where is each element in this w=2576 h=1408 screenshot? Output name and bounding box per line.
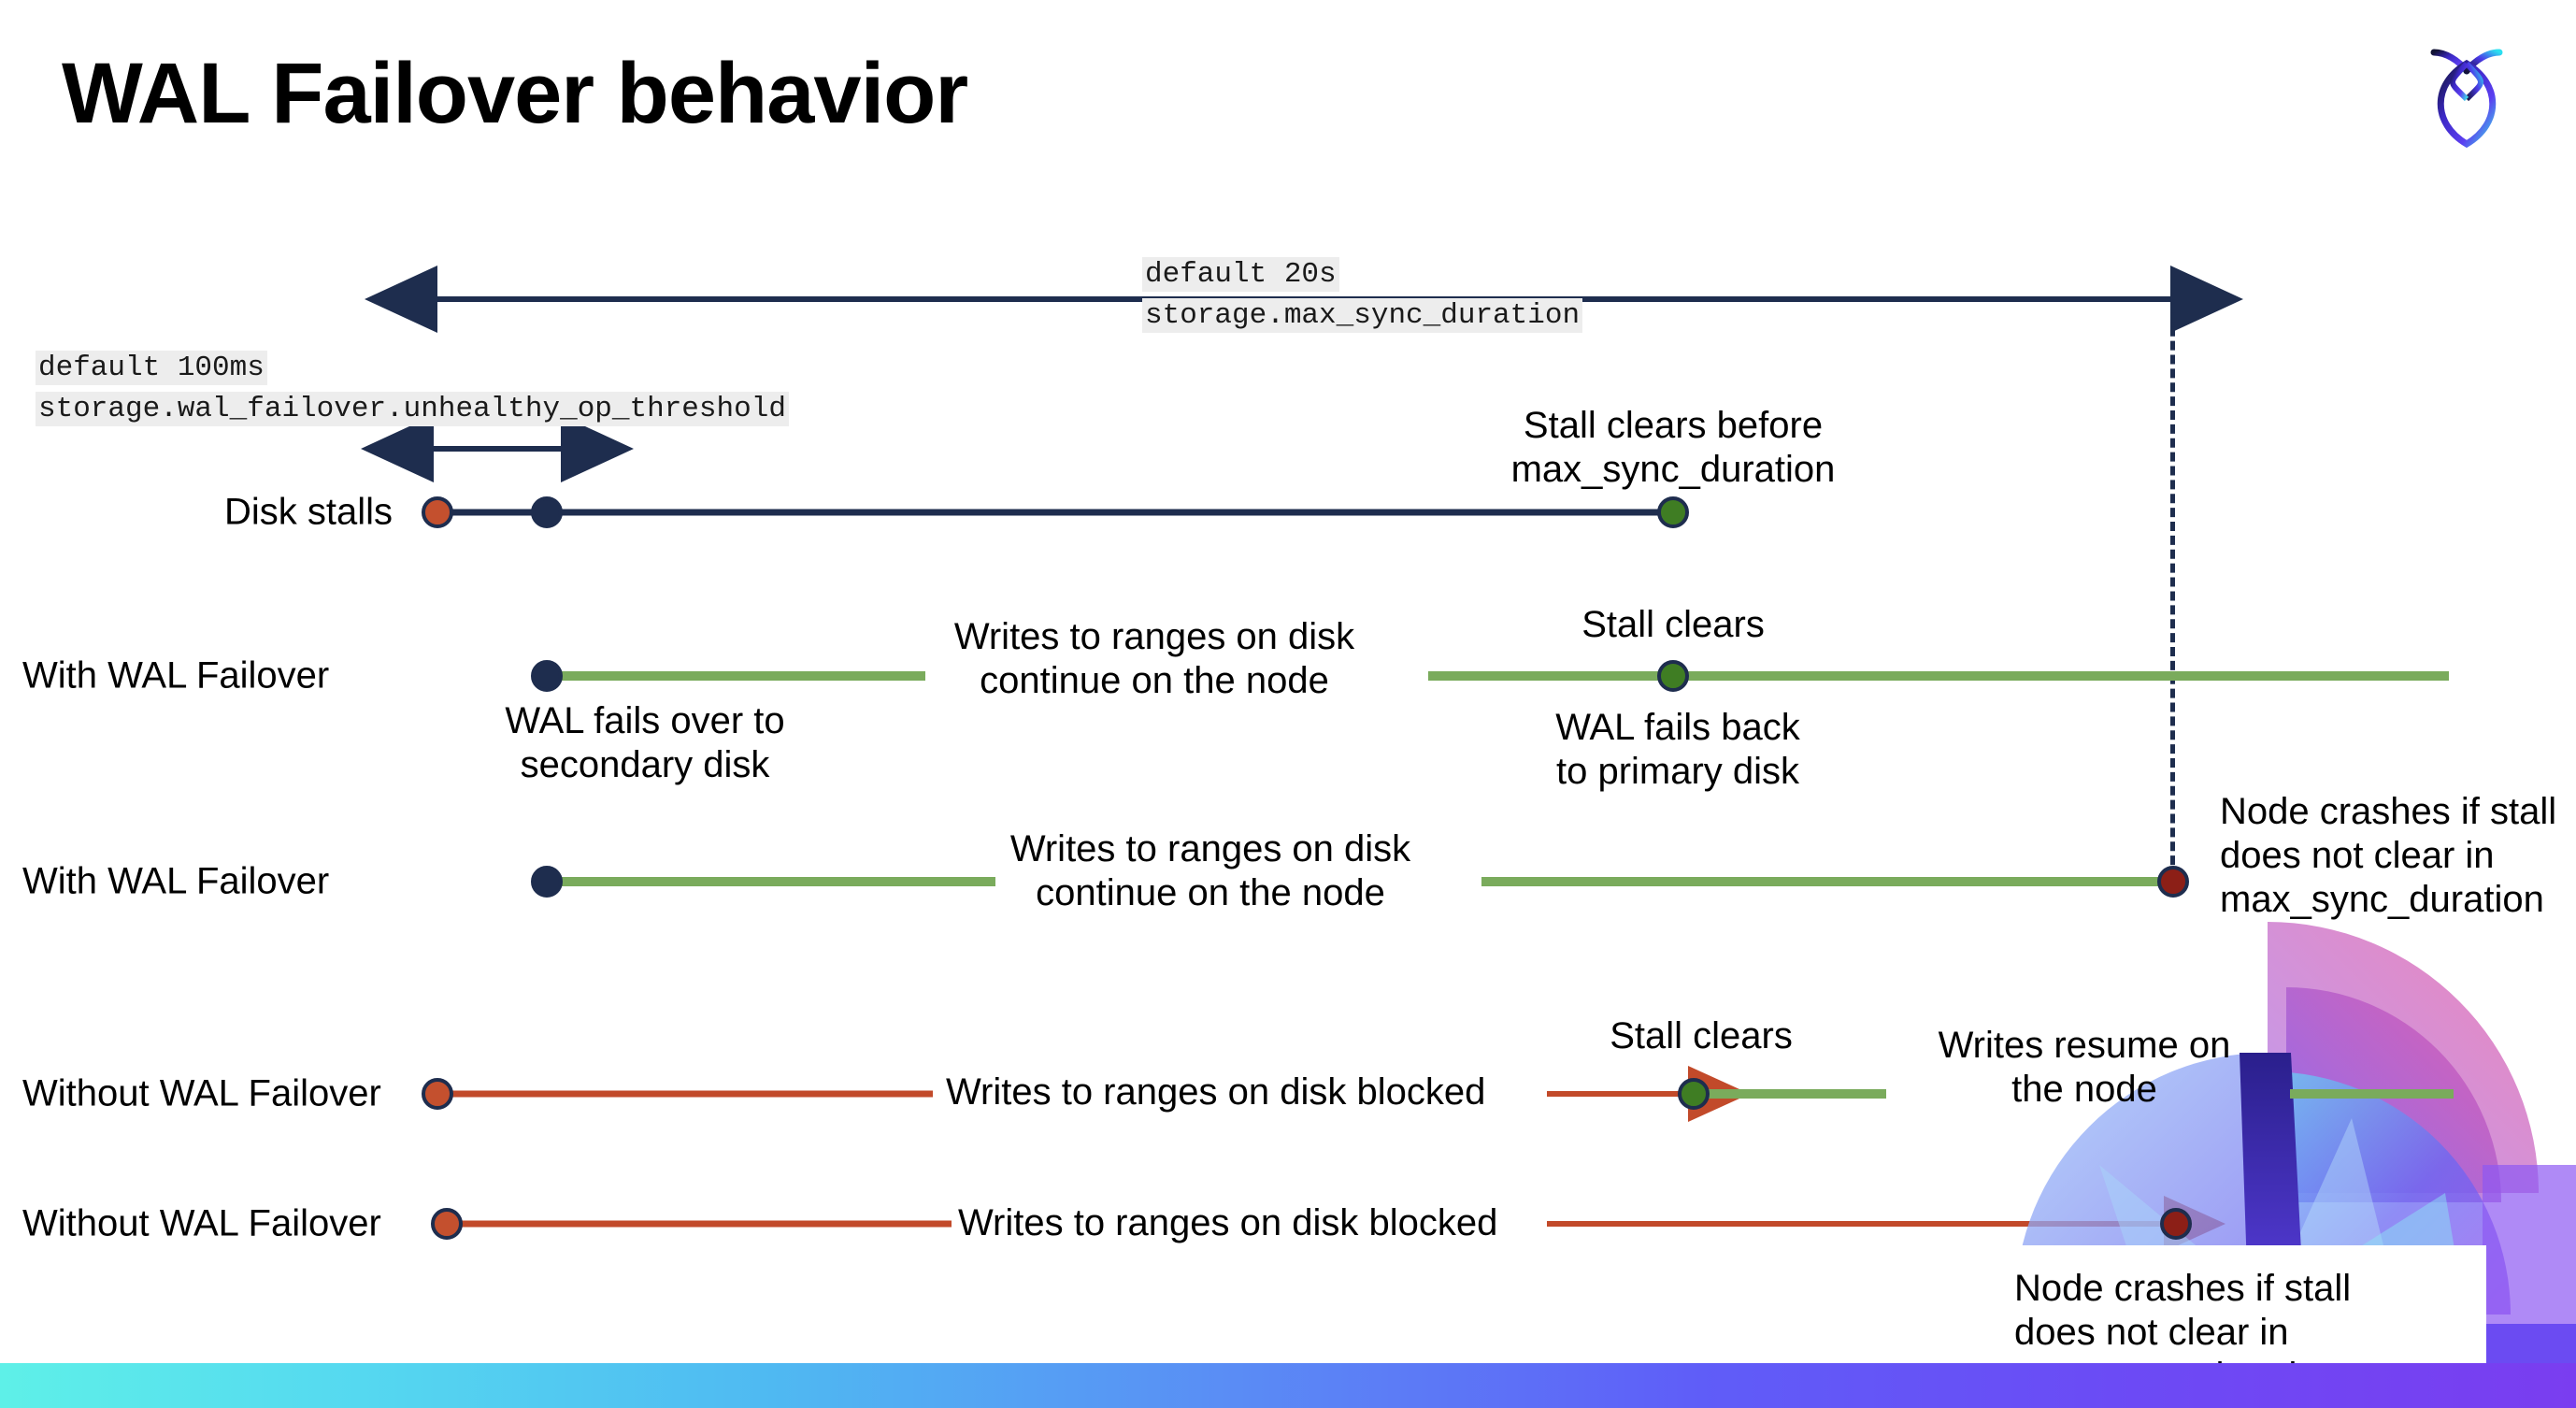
row-label-without-wal-failover-2: Without WAL Failover [22,1202,381,1244]
page-title: WAL Failover behavior [62,46,968,141]
wal-failover-trigger-dot [531,496,563,528]
with-wal-failover-2-segment-a [547,877,995,886]
without-wal-failover-1-blocked-segment [437,1090,933,1098]
note-stall-clears-row2: Stall clears [1581,604,1765,645]
note-writes-resume: Writes resume on the node [1938,1025,2231,1110]
note-stall-clears-before: Stall clears before max_sync_duration [1510,405,1836,490]
annotation-unhealthy-op-threshold: default 100ms storage.wal_failover.unhea… [36,348,789,430]
note-wal-fails-over: WAL fails over to secondary disk [505,700,785,785]
without-wal-failover-1-resume-segment-a [1688,1089,1886,1099]
max-sync-setting: storage.max_sync_duration [1142,298,1583,333]
stall-clear-dot-row2 [1657,660,1689,692]
bottom-gradient-bar [0,1363,2576,1408]
note-node-crashes-1: Node crashes if stall does not clear in … [2220,791,2557,920]
with-wal-failover-1-segment-b [1428,671,2449,681]
without-wal-failover-1-resume-segment-b [2290,1089,2454,1099]
node-crash-dot-2 [2160,1208,2192,1240]
note-writes-blocked-1: Writes to ranges on disk blocked [946,1071,1486,1113]
without-wal-failover-2-blocked-segment [447,1220,952,1228]
note-writes-continue-1: Writes to ranges on disk continue on the… [953,616,1355,701]
unhealthy-setting: storage.wal_failover.unhealthy_op_thresh… [36,392,789,426]
row-label-disk-stalls: Disk stalls [224,491,394,533]
wal-failover-start-dot-2 [531,866,563,898]
max-sync-duration-guide [2170,299,2175,879]
disk-stall-start-dot-row5 [431,1208,463,1240]
with-wal-failover-2-segment-b [1481,877,2173,886]
note-writes-blocked-2: Writes to ranges on disk blocked [958,1202,1498,1243]
note-wal-fails-back: WAL fails back to primary disk [1555,707,1800,792]
disk-stalls-timeline-segment [437,509,1673,516]
row-label-with-wal-failover-2: With WAL Failover [22,860,330,902]
cockroachdb-logo-icon [2397,26,2537,166]
node-crash-dot-1 [2157,866,2189,898]
disk-stall-clear-dot [1657,496,1689,528]
disk-stall-start-dot-row4 [422,1078,453,1110]
unhealthy-default: default 100ms [36,351,267,385]
disk-stall-start-dot [422,496,453,528]
row-label-without-wal-failover-1: Without WAL Failover [22,1072,381,1114]
wal-failover-start-dot-1 [531,660,563,692]
row-label-with-wal-failover-1: With WAL Failover [22,654,330,697]
with-wal-failover-1-segment-a [547,671,925,681]
note-stall-clears-row4: Stall clears [1610,1015,1793,1056]
max-sync-default: default 20s [1142,257,1339,292]
note-writes-continue-2: Writes to ranges on disk continue on the… [1009,828,1411,913]
stall-clear-dot-row4 [1678,1078,1710,1110]
annotation-max-sync-duration: default 20s storage.max_sync_duration [1142,254,1583,337]
